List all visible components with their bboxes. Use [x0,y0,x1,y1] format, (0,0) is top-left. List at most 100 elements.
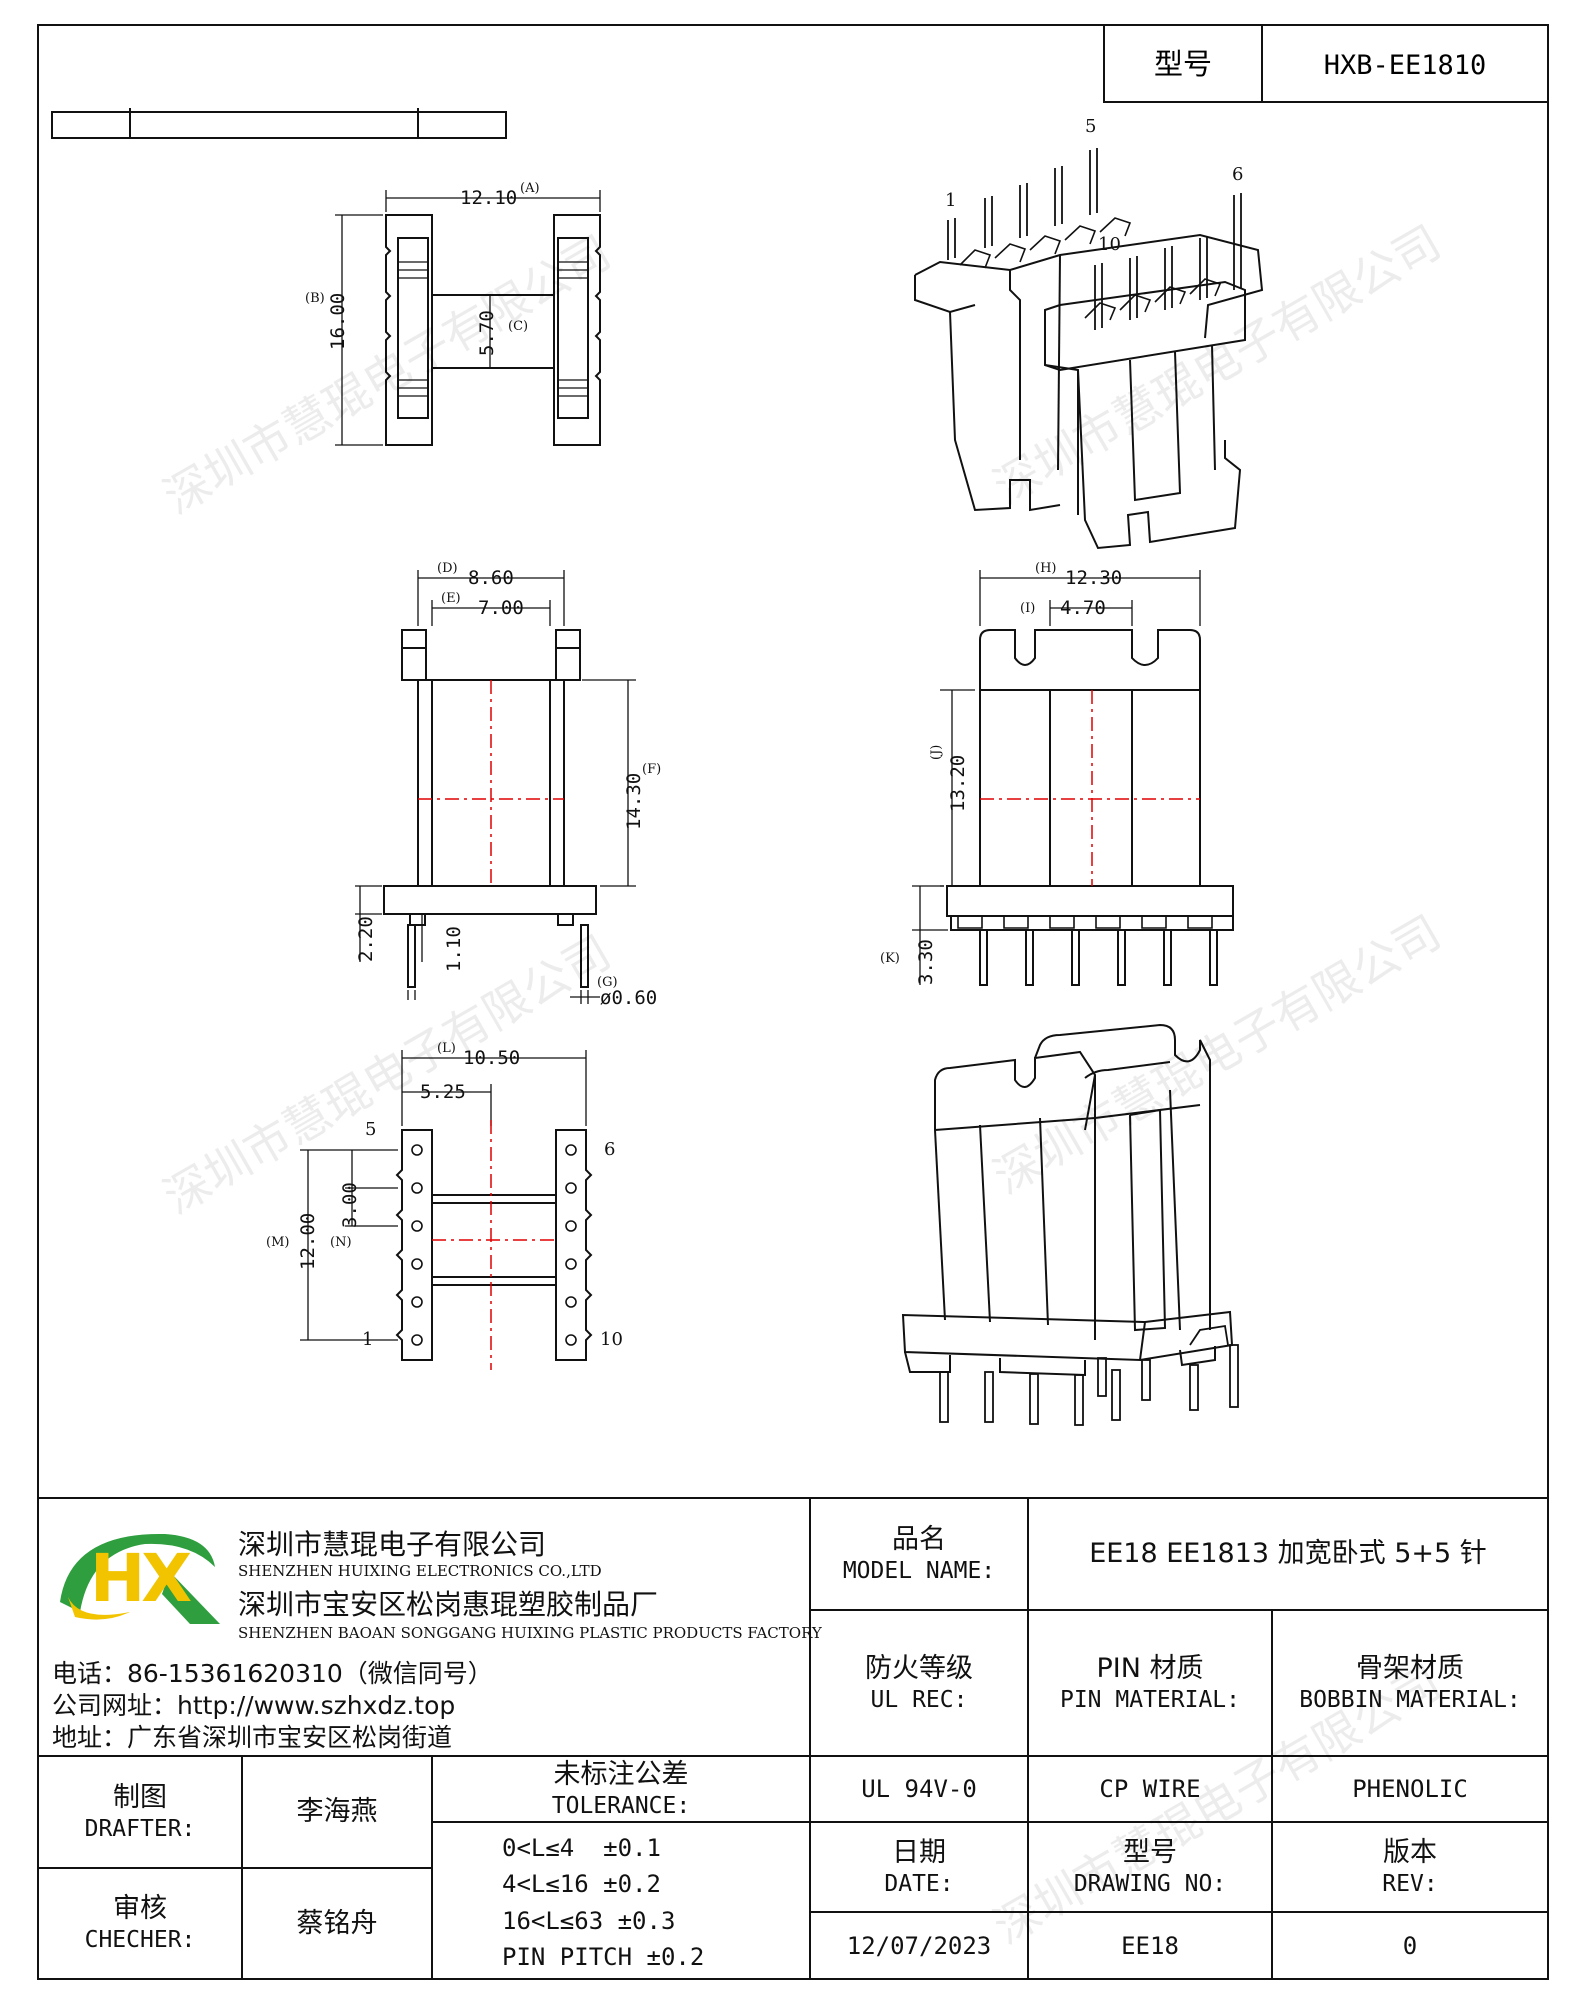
bobbin-material-label-en: BOBBIN MATERIAL: [1299,1686,1521,1713]
drafter-label-cell: 制图 DRAFTER: [38,1756,242,1868]
drafter-label-cn: 制图 [113,1781,167,1813]
dim-half-value: 5.25 [420,1081,466,1103]
dim-g-tag: (G) [597,975,618,990]
pin-material-label-cn: PIN 材质 [1096,1652,1204,1684]
dim-b-tag: (B) [305,291,325,306]
company-phone: 电话：86-15361620310（微信同号） [52,1659,493,1688]
drawing-no-value-cell: EE18 [1028,1912,1272,1979]
tolerance-label-en: TOLERANCE: [551,1792,691,1819]
model-name-label-cell: 品名 MODEL NAME: [810,1498,1028,1610]
pin-material-value: CP WIRE [1099,1775,1201,1803]
tolerance-lines: 0<L≤4 ±0.1 4<L≤16 ±0.2 16<L≤63 ±0.3 PIN … [502,1830,802,1975]
logo-letters: HX [90,1540,192,1617]
bobbin-material-value-cell: PHENOLIC [1272,1756,1548,1822]
fire-rating-label-cn: 防火等级 [865,1652,973,1684]
dim-f-tag: (F) [642,762,661,777]
isometric-view-bottom [901,1023,1239,1426]
iso-pin-label-6: 6 [1232,164,1243,185]
bottom-pin-label-10: 10 [600,1329,623,1350]
model-header-box [1103,24,1549,103]
tolerance-line-3: 16<L≤63 ±0.3 [502,1906,676,1935]
dim-a-tag: (A) [520,181,540,196]
dim-g-value: ø0.60 [600,987,657,1009]
logo-swoosh-icon [60,1533,220,1624]
dim-d-tag: (D) [437,561,458,576]
iso-pin-label-5: 5 [1085,116,1096,137]
drawing-no-label-cn: 型号 [1123,1836,1177,1868]
company-address: 地址：广东省深圳市宝安区松岗街道 [52,1723,453,1752]
company-name-en: SHENZHEN HUIXING ELECTRONICS CO.,LTD [238,1562,602,1580]
top-view [335,190,601,446]
fire-rating-value: UL 94V-0 [861,1775,977,1803]
drawing-no-label-en: DRAWING NO: [1073,1870,1227,1897]
drawing-no-label-cell: 型号 DRAWING NO: [1028,1822,1272,1912]
date-value-cell: 12/07/2023 [810,1912,1028,1979]
dim-k-value: 3.30 [915,939,937,985]
front-view [912,570,1234,986]
pin-material-value-cell: CP WIRE [1028,1756,1272,1822]
dim-d-value: 8.60 [468,567,514,589]
bobbin-material-label-cell: 骨架材质 BOBBIN MATERIAL: [1272,1610,1548,1756]
rev-value-cell: 0 [1272,1912,1548,1979]
dim-l-value: 10.50 [463,1047,520,1069]
company-name-cn: 深圳市慧琨电子有限公司 [238,1528,547,1561]
company-logo: HX [50,1512,220,1632]
tolerance-line-4: PIN PITCH ±0.2 [502,1942,705,1971]
model-header-value: HXB-EE1810 [1324,50,1487,81]
rev-label-cell: 版本 REV: [1272,1822,1548,1912]
dim-j-value: 13.20 [947,755,969,812]
drafter-value: 李海燕 [296,1796,378,1828]
dim-h-value: 12.30 [1065,567,1122,589]
drafter-value-cell: 李海燕 [242,1756,432,1868]
factory-name-en: SHENZHEN BAOAN SONGGANG HUIXING PLASTIC … [238,1624,822,1642]
date-label-cn: 日期 [892,1836,946,1868]
dim-i-value: 4.70 [1060,597,1106,619]
checker-label-cell: 审核 CHECHER: [38,1868,242,1979]
drawing-no-value: EE18 [1121,1931,1179,1960]
dim-m-tag: (M) [266,1235,289,1250]
fire-rating-label-en: UL REC: [870,1686,968,1713]
model-header-label: 型号 [1154,47,1212,81]
bottom-view [300,1050,593,1370]
company-website: 公司网址：http://www.szhxdz.top [52,1691,456,1720]
checker-value-cell: 蔡铭舟 [242,1868,432,1979]
tolerance-label-cn: 未标注公差 [553,1758,689,1790]
pin-material-label-cell: PIN 材质 PIN MATERIAL: [1028,1610,1272,1756]
drafter-label-en: DRAFTER: [84,1815,196,1842]
dim-side-h1-value: 2.20 [355,916,377,962]
dim-a-value: 12.10 [460,187,517,209]
bobbin-material-value: PHENOLIC [1352,1775,1468,1803]
rev-label-cn: 版本 [1383,1836,1437,1868]
checker-label-cn: 审核 [113,1893,167,1925]
isometric-view-top [914,148,1264,550]
bottom-pin-label-6: 6 [604,1139,615,1160]
model-name-value: EE18 EE1813 加宽卧式 5+5 针 [1089,1538,1487,1570]
title-block-grid [38,1497,1548,1979]
date-value: 12/07/2023 [846,1931,992,1960]
dim-n-tag: (N) [330,1235,352,1250]
dim-e-value: 7.00 [478,597,524,619]
dim-side-h2-value: 1.10 [443,926,465,972]
side-view [355,570,636,1004]
factory-name-cn: 深圳市宝安区松岗惠琨塑胶制品厂 [238,1588,659,1621]
dim-k-tag: (K) [880,951,900,966]
checker-value: 蔡铭舟 [296,1907,378,1939]
dim-n-value: 3.00 [339,1182,361,1228]
rev-value: 0 [1402,1931,1418,1960]
iso-pin-label-10: 10 [1098,234,1121,255]
fire-rating-value-cell: UL 94V-0 [810,1756,1028,1822]
dim-e-tag: (E) [441,591,461,606]
dim-i-tag: (I) [1020,601,1035,616]
date-label-en: DATE: [884,1870,954,1897]
date-label-cell: 日期 DATE: [810,1822,1028,1912]
bottom-pin-label-5: 5 [365,1119,376,1140]
rev-label-en: REV: [1382,1870,1438,1897]
tolerance-line-2: 4<L≤16 ±0.2 [502,1870,661,1899]
dim-h-tag: (H) [1035,561,1056,576]
checker-label-en: CHECHER: [84,1927,196,1953]
dim-m-value: 12.00 [297,1213,319,1270]
iso-pin-label-1: 1 [945,190,956,211]
top-strip-view [51,108,507,139]
